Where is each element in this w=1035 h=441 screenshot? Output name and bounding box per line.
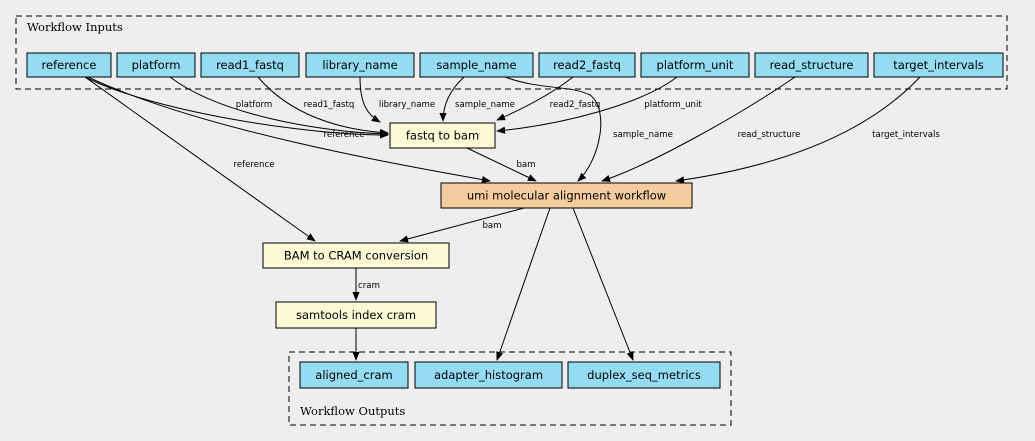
edge-label: bam	[482, 221, 501, 231]
edge-label: sample_name	[455, 100, 515, 110]
node-label: umi molecular alignment workflow	[467, 189, 666, 203]
node-reference[interactable]: reference	[26, 52, 112, 78]
node-library-name[interactable]: library_name	[305, 52, 415, 78]
edge	[439, 76, 465, 122]
node-box	[567, 361, 721, 389]
node-box	[440, 182, 693, 209]
node-label: samtools index cram	[296, 308, 416, 322]
edge-label: reference	[233, 160, 274, 170]
edge-label: target_intervals	[872, 130, 940, 140]
node-box	[305, 52, 415, 78]
node-box	[538, 52, 636, 78]
node-sample-name[interactable]: sample_name	[419, 52, 534, 78]
edge-label: cram	[358, 281, 380, 291]
node-bam-to-cram[interactable]: BAM to CRAM conversion	[262, 242, 450, 269]
node-label: sample_name	[436, 58, 516, 72]
node-box	[200, 52, 300, 78]
node-box	[873, 52, 1004, 78]
node-box	[419, 52, 534, 78]
node-label: platform	[132, 58, 181, 72]
edge-label: read1_fastq	[304, 100, 355, 110]
edge-label: bam	[516, 160, 535, 170]
edge	[572, 207, 634, 361]
node-label: duplex_seq_metrics	[587, 368, 701, 382]
node-box	[640, 52, 750, 78]
node-label: platform_unit	[657, 58, 734, 72]
node-label: fastq to bam	[406, 129, 479, 143]
node-label: aligned_cram	[315, 368, 392, 382]
node-box	[116, 52, 196, 78]
edge	[466, 147, 537, 182]
edge	[84, 76, 316, 242]
node-box	[414, 361, 563, 389]
edge	[399, 207, 525, 243]
node-label: read1_fastq	[216, 58, 284, 72]
edge	[675, 76, 921, 184]
edges: reference platform read1_fastq library_name…	[84, 76, 940, 361]
edge	[496, 76, 574, 121]
node-duplex-seq-metrics[interactable]: duplex_seq_metrics	[567, 361, 721, 389]
node-aligned-cram[interactable]: aligned_cram	[299, 361, 409, 389]
node-label: adapter_histogram	[434, 368, 543, 382]
edge	[87, 76, 491, 184]
node-read1-fastq[interactable]: read1_fastq	[200, 52, 300, 78]
nodes: reference platform read1_fastq library_name…	[26, 52, 1004, 389]
edge	[496, 207, 551, 361]
node-platform-unit[interactable]: platform_unit	[640, 52, 750, 78]
node-read2-fastq[interactable]: read2_fastq	[538, 52, 636, 78]
node-adapter-histogram[interactable]: adapter_histogram	[414, 361, 563, 389]
node-target-intervals[interactable]: target_intervals	[873, 52, 1004, 78]
node-label: read2_fastq	[553, 58, 621, 72]
node-box	[26, 52, 112, 78]
workflow-outputs-title: Workflow Outputs	[300, 404, 405, 418]
node-label: BAM to CRAM conversion	[284, 249, 428, 263]
edge	[601, 76, 796, 182]
edge	[359, 76, 381, 123]
node-fastq-to-bam[interactable]: fastq to bam	[389, 122, 496, 149]
edge-label: platform_unit	[644, 100, 702, 110]
node-box	[262, 242, 450, 269]
edge	[257, 76, 389, 137]
workflow-outputs-cluster	[288, 351, 732, 426]
node-box	[389, 122, 496, 149]
node-label: target_intervals	[893, 58, 984, 72]
edge	[169, 76, 389, 138]
edge-label: sample_name	[613, 130, 673, 140]
edge-label: reference	[323, 130, 364, 140]
edge	[496, 76, 678, 134]
node-platform[interactable]: platform	[116, 52, 196, 78]
node-label: read_structure	[770, 58, 854, 72]
edge	[84, 76, 389, 139]
workflow-inputs-title: Workflow Inputs	[27, 20, 123, 34]
node-label: reference	[42, 58, 97, 72]
edge-label: platform	[236, 100, 273, 110]
node-umi-workflow[interactable]: umi molecular alignment workflow	[440, 182, 693, 209]
workflow-inputs-cluster	[15, 15, 1008, 90]
node-box	[754, 52, 869, 78]
node-read-structure[interactable]: read_structure	[754, 52, 869, 78]
node-box	[299, 361, 409, 389]
node-box	[275, 301, 437, 329]
edge-label: library_name	[379, 100, 435, 110]
node-samtools-index[interactable]: samtools index cram	[275, 301, 437, 329]
node-label: library_name	[322, 58, 397, 72]
edge-label: read2_fastq	[550, 100, 601, 110]
edge	[504, 76, 602, 182]
edge-label: read_structure	[738, 130, 801, 140]
